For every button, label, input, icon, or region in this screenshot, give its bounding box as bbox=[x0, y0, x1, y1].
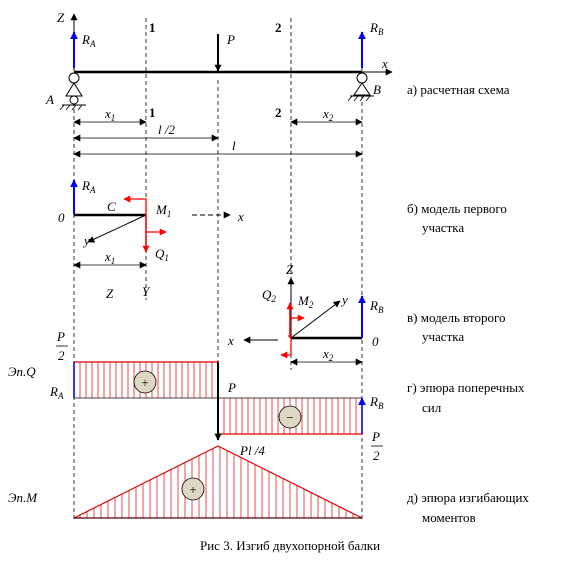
caption-a: а) расчетная схема bbox=[407, 82, 510, 97]
dim-x1-label: x1 bbox=[104, 106, 115, 123]
shear-ra-label: RA bbox=[49, 384, 64, 401]
shear-title: Эп.Q bbox=[8, 364, 36, 379]
caption-g-line2: сил bbox=[422, 400, 442, 415]
section-1-bottom: 1 bbox=[149, 105, 156, 120]
moment-hatch bbox=[79, 447, 361, 518]
model2-y-label: y bbox=[340, 292, 348, 307]
shear-p-den: 2 bbox=[58, 348, 65, 363]
shear-p-label: P bbox=[227, 380, 236, 395]
model1-origin: 0 bbox=[58, 210, 65, 225]
model1-reaction-label: RA bbox=[81, 178, 96, 195]
model1-x-label: x bbox=[237, 209, 244, 224]
model2-origin: 0 bbox=[372, 334, 379, 349]
model1-y-axis bbox=[87, 214, 147, 243]
caption-b-line1: б) модель первого bbox=[407, 201, 507, 216]
model2-shear-label: Q2 bbox=[262, 287, 276, 304]
section-2-bottom: 2 bbox=[275, 105, 282, 120]
shear-minus-text: − bbox=[286, 410, 293, 425]
dim-span-label: l bbox=[232, 138, 236, 153]
model2-x-label: x bbox=[227, 333, 234, 348]
caption-b-line2: участка bbox=[422, 220, 464, 235]
reaction-a-label: RA bbox=[81, 32, 96, 49]
model1-shear-label: Q1 bbox=[155, 246, 169, 263]
shear-plus-text: + bbox=[141, 375, 148, 390]
model2-moment-arrow bbox=[288, 335, 292, 355]
model2-moment-label: M2 bbox=[297, 293, 314, 310]
reference-lines bbox=[73, 18, 363, 520]
caption-d-line1: д) эпюра изгибающих bbox=[407, 490, 529, 505]
load-p-label: P bbox=[226, 32, 235, 47]
support-b-label: B bbox=[373, 82, 381, 97]
caption-d-line2: моментов bbox=[422, 510, 476, 525]
model1-moment-label: M1 bbox=[155, 202, 171, 219]
bending-moment-diagram: Эп.М Pl /4 + bbox=[8, 443, 363, 519]
moment-plus-text: + bbox=[189, 482, 196, 497]
support-a-label: A bbox=[45, 92, 54, 107]
model2-reaction-label: RB bbox=[369, 298, 384, 315]
shear-force-diagram: Эп.Q P 2 RA P RB P 2 + − bbox=[8, 329, 384, 463]
model2-z-label: Z bbox=[286, 262, 294, 277]
moment-peak-label: Pl /4 bbox=[239, 443, 265, 458]
z-axis-label: Z bbox=[57, 10, 65, 25]
shear-p-num: P bbox=[56, 329, 65, 344]
model-first-section: RA 0 C y x M1 Q1 x1 Z Y bbox=[58, 178, 244, 301]
model2-y-axis bbox=[290, 300, 341, 339]
model1-Y-label: Y bbox=[142, 284, 151, 299]
figure-caption: Рис 3. Изгиб двухопорной балки bbox=[200, 538, 380, 553]
model2-dim-x2-label: x2 bbox=[322, 346, 334, 363]
model1-z-label: Z bbox=[106, 286, 114, 301]
shear-rb-label: RB bbox=[369, 394, 384, 411]
shear-minus-sign bbox=[278, 405, 302, 429]
shear-p-den-right: 2 bbox=[373, 448, 380, 463]
shear-plus-sign bbox=[133, 370, 157, 394]
dim-x2-label: x2 bbox=[322, 106, 334, 123]
support-b bbox=[347, 72, 374, 102]
shear-p-num-right: P bbox=[371, 429, 380, 444]
reaction-b-label: RB bbox=[369, 20, 384, 37]
section-1-top: 1 bbox=[149, 20, 156, 35]
support-a bbox=[59, 72, 86, 111]
moment-plus-sign bbox=[181, 477, 205, 501]
model1-point-c: C bbox=[107, 199, 116, 214]
dim-half-span-label: l /2 bbox=[158, 122, 175, 137]
caption-v-line2: участка bbox=[422, 329, 464, 344]
moment-outline bbox=[73, 445, 363, 519]
captions: а) расчетная схема б) модель первого уча… bbox=[407, 82, 529, 525]
model1-dim-x1-label: x1 bbox=[104, 249, 115, 266]
caption-v-line1: в) модель второго bbox=[407, 310, 505, 325]
model1-y-label: y bbox=[82, 233, 90, 248]
calculation-scheme: Z x RA RB P 1 2 1 2 A B bbox=[45, 10, 393, 158]
model-second-section: Z Q2 M2 y RB x 0 x2 bbox=[227, 262, 384, 366]
x-axis-label: x bbox=[381, 56, 388, 71]
moment-title: Эп.М bbox=[8, 490, 38, 505]
model1-moment-arrow bbox=[123, 195, 147, 215]
section-2-top: 2 bbox=[275, 20, 282, 35]
caption-g-line1: г) эпюра поперечных bbox=[407, 380, 525, 395]
